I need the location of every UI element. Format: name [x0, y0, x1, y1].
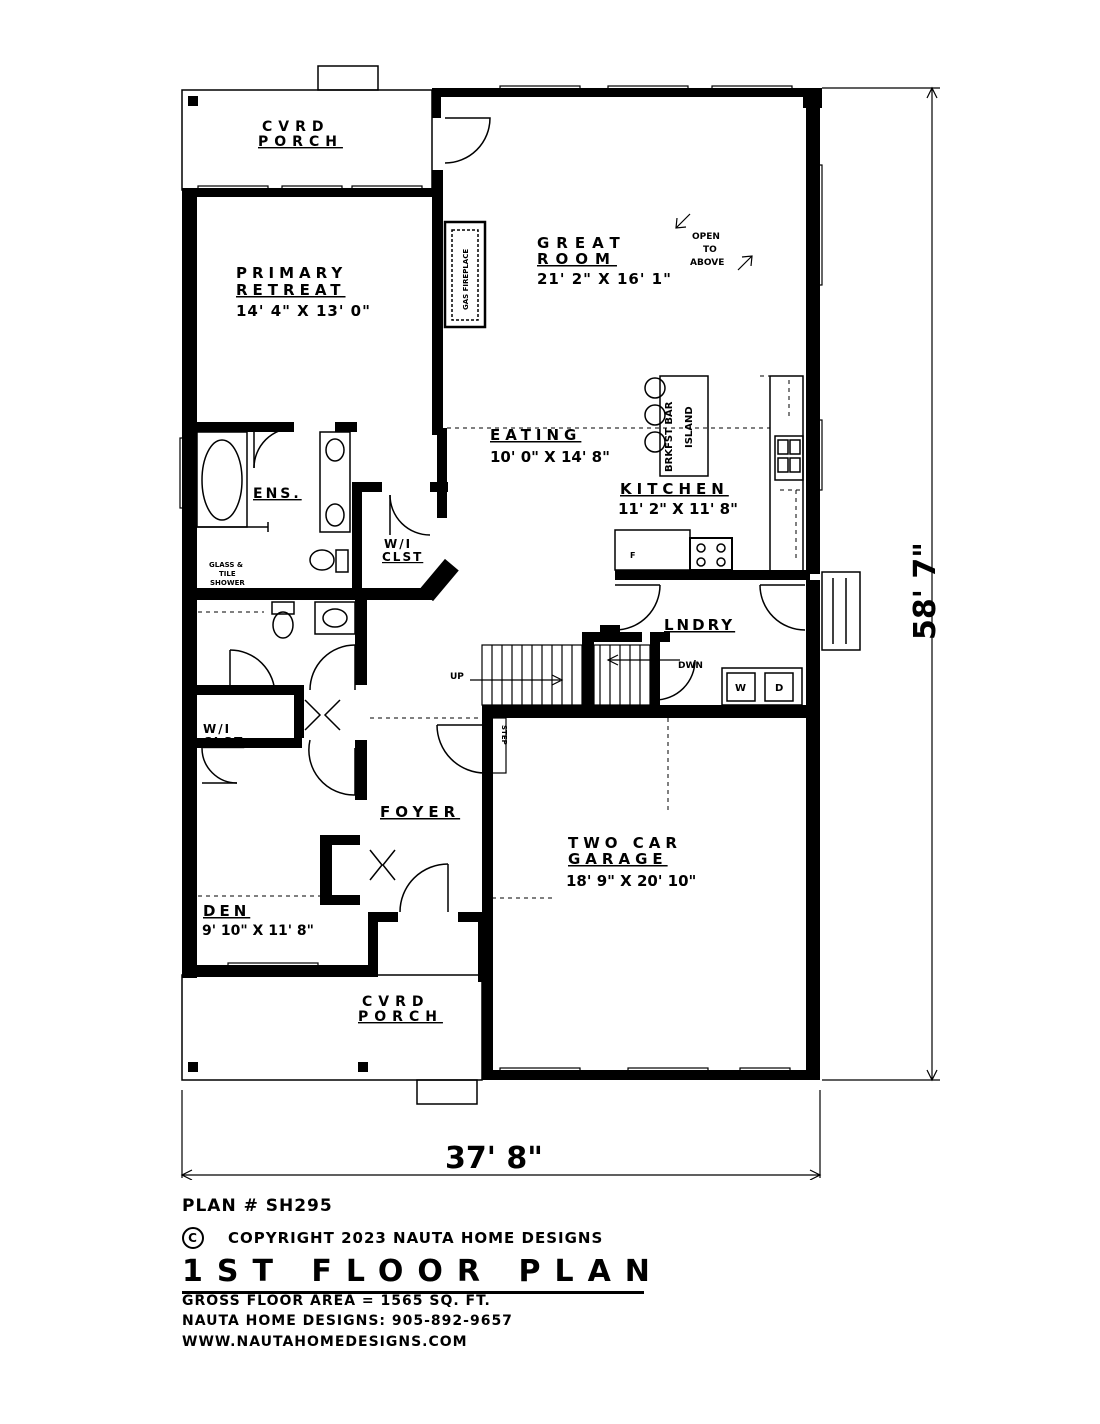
great-room-label-1: GREAT [537, 234, 627, 252]
open-to-above-2: TO [703, 245, 717, 255]
kitchen-size: 11' 2" X 11' 8" [618, 500, 738, 518]
great-room-size: 21' 2" X 16' 1" [537, 270, 672, 288]
depth-dimension: 58' 7" [908, 542, 943, 640]
porch-top-label-2: PORCH [258, 134, 343, 150]
copyright-text: COPYRIGHT 2023 NAUTA HOME DESIGNS [228, 1229, 604, 1247]
exterior-walls [182, 88, 822, 1080]
dwn-label: DWN [678, 661, 703, 671]
step-label: STEP [500, 725, 508, 745]
island-label: ISLAND [684, 406, 695, 448]
garage-size: 18' 9" X 20' 10" [566, 872, 696, 890]
eating-label: EATING [490, 426, 581, 444]
wic-den-label-1: W/I [203, 722, 231, 736]
porch-posts [188, 96, 368, 1072]
primary-label-1: PRIMARY [236, 264, 347, 282]
copyright-icon: C [182, 1227, 204, 1249]
brkfst-bar-label: BRKFST BAR [664, 401, 675, 472]
washer-label: W [735, 683, 746, 694]
lndry-label: LNDRY [664, 616, 735, 634]
plan-number: PLAN # SH295 [182, 1196, 333, 1216]
garage-label-1: TWO CAR [568, 834, 682, 852]
porch-outlines [181, 65, 861, 1105]
floor-plan-title: 1ST FLOOR PLAN [182, 1254, 650, 1294]
shower-label-1: GLASS & [209, 561, 243, 569]
foyer-label: FOYER [380, 803, 460, 821]
doors [201, 117, 806, 913]
fixtures [196, 220, 804, 706]
up-label: UP [450, 672, 464, 682]
gross-floor-area: GROSS FLOOR AREA = 1565 SQ. FT. [182, 1293, 491, 1309]
shower-label-3: SHOWER [210, 579, 245, 587]
width-dimension: 37' 8" [445, 1141, 543, 1176]
porch-bottom-label-2: PORCH [358, 1009, 443, 1025]
copyright-line: C COPYRIGHT 2023 NAUTA HOME DESIGNS [182, 1227, 603, 1249]
fridge-label: F [630, 551, 635, 560]
primary-label-2: RETREAT [236, 281, 346, 299]
windows [179, 85, 823, 1077]
kitchen-label: KITCHEN [620, 480, 729, 498]
porch-top-label-1: CVRD [262, 119, 330, 135]
interior-walls [194, 422, 810, 905]
dryer-label: D [775, 683, 783, 694]
gas-fireplace-label: GAS FIREPLACE [462, 249, 470, 310]
dimension-lines [180, 86, 940, 1180]
den-size: 9' 10" X 11' 8" [202, 923, 314, 939]
dashed-divisions [198, 375, 800, 899]
floor-plan-drawing: CVRD PORCH GREAT ROOM 21' 2" X 16' 1" OP… [179, 65, 943, 1180]
eating-size: 10' 0" X 14' 8" [490, 448, 610, 466]
wic-den-label-2: CLST [203, 735, 244, 749]
great-room-label-2: ROOM [537, 250, 617, 268]
porch-bottom-label-1: CVRD [362, 994, 430, 1010]
wic-primary-label-2: CLST [382, 550, 423, 564]
stairs [470, 644, 680, 774]
open-to-above-1: OPEN [692, 232, 720, 242]
wic-primary-label-1: W/I [384, 537, 412, 551]
room-labels: CVRD PORCH GREAT ROOM 21' 2" X 16' 1" OP… [202, 119, 943, 1176]
phone-number: NAUTA HOME DESIGNS: 905-892-9657 [182, 1313, 513, 1329]
garage-label-2: GARAGE [568, 850, 668, 868]
primary-size: 14' 4" X 13' 0" [236, 302, 371, 320]
open-to-above-3: ABOVE [690, 258, 724, 268]
den-label: DEN [203, 902, 250, 920]
shower-label-2: TILE [219, 570, 236, 578]
website: WWW.NAUTAHOMEDESIGNS.COM [182, 1334, 468, 1350]
ens-label: ENS. [253, 486, 302, 502]
